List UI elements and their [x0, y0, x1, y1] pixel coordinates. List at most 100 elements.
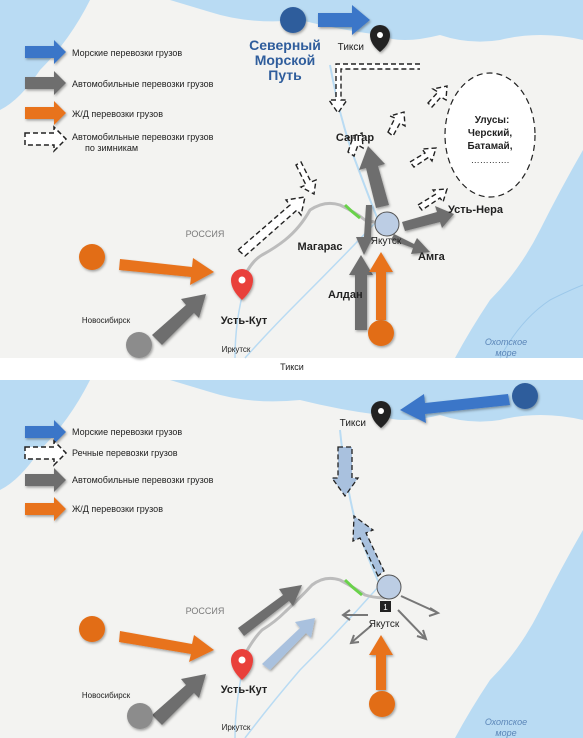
place-tiksi: Тикси: [338, 42, 364, 53]
place-sangar: Сангар: [336, 132, 375, 144]
winter-arrow-ne-3: [416, 188, 448, 211]
divider-label: Тикси: [280, 362, 304, 372]
nsr-label-2: Морской: [255, 52, 316, 68]
origin-circle-rail-west: [79, 244, 105, 270]
road-line: [240, 201, 386, 283]
winter-arrow-sangar-2: [387, 111, 406, 138]
auto-arrow-magaras: [356, 205, 373, 255]
water-arctic: [170, 0, 583, 42]
winter-arrow-sangar-1: [344, 132, 364, 158]
place-irkutsk: Иркутск: [222, 345, 251, 354]
origin-circle-rail-west-2: [79, 616, 105, 642]
origin-circle-sea-2: [512, 383, 538, 409]
sea-okhotsk-1: Охотское: [485, 337, 527, 347]
winter-arrow-ustkut-magaras: [236, 196, 306, 257]
place-russia-2: РОССИЯ: [186, 606, 225, 616]
auto-arrow-amga: [391, 234, 430, 254]
legend-top: Морские перевозки грузов Автомобильные п…: [24, 40, 214, 153]
legend2-sea-arrow: [25, 420, 66, 444]
origin-circle-rail-south: [368, 320, 394, 346]
map-bottom: Морские перевозки грузов Речные перевозк…: [0, 380, 583, 738]
water-okhotsk: [455, 150, 583, 358]
legend-sea-arrow: [25, 40, 66, 64]
sea-arrow-tiksi: [400, 394, 510, 423]
rail-arrow-ustkut: [119, 258, 214, 285]
nsr-label-1: Северный: [249, 37, 321, 53]
place-ust-kut-2: Усть-Кут: [221, 684, 268, 696]
origin-circle-auto-southwest: [126, 332, 152, 358]
sea-arrow-nsr: [318, 5, 370, 35]
auto-arrow-thin-east: [400, 595, 437, 613]
legend-winter-arrow: [24, 125, 68, 153]
legend2-sea-label: Морские перевозки грузов: [72, 427, 182, 437]
legend2-auto-label: Автомобильные перевозки грузов: [72, 475, 214, 485]
place-aldan: Алдан: [328, 289, 363, 301]
winter-arrow-ne-2: [408, 147, 437, 168]
road-line-2: [240, 576, 386, 661]
legend2-rail-arrow: [25, 497, 66, 521]
yakutsk-hub-circle-2: [376, 574, 402, 600]
winter-arrow-tiksi-sangar: [327, 63, 420, 115]
legend-rail-arrow: [25, 101, 66, 125]
place-yakutsk-2: Якутск: [369, 619, 400, 630]
map-pin-icon: [371, 401, 391, 428]
place-ust-nera: Усть-Нера: [448, 204, 504, 216]
water-okhotsk-2: [455, 530, 583, 738]
winter-arrow-ne-1: [427, 85, 448, 109]
origin-circle-rail-south-2: [369, 691, 395, 717]
auto-arrow-ustkut-north: [238, 585, 302, 636]
legend-rail-label: Ж/Д перевозки грузов: [72, 109, 163, 119]
location-marker-icon: [231, 649, 253, 680]
map-pin-icon: [370, 25, 390, 52]
map-top: Морские перевозки грузов Автомобильные п…: [0, 0, 583, 359]
legend-auto-arrow: [25, 71, 66, 95]
legend2-river-label: Речные перевозки грузов: [72, 448, 178, 458]
place-yakutsk: Якутск: [371, 236, 402, 247]
sea-okhotsk-2: море: [495, 348, 516, 358]
rail-arrow-yakutsk-2: [369, 635, 393, 690]
nsr-label-3: Путь: [268, 67, 302, 83]
water-arctic-2: [170, 380, 583, 422]
winter-arrow-north-magaras: [295, 161, 317, 196]
legend-auto-label: Автомобильные перевозки грузов: [72, 79, 214, 89]
place-novosibirsk-2: Новосибирск: [82, 691, 131, 700]
sea-okhotsk-2-2: море: [495, 728, 516, 738]
rail-arrow-aldan: [369, 252, 393, 320]
uluses-more: ………….: [471, 155, 510, 165]
auto-arrow-southwest: [152, 294, 206, 345]
legend2-rail-label: Ж/Д перевозки грузов: [72, 504, 163, 514]
place-amga: Амга: [418, 251, 446, 263]
auto-arrow-southwest-2: [152, 674, 206, 725]
yakutsk-badge-number: 1: [383, 603, 388, 612]
river-arrow-south-tiksi: [330, 446, 360, 498]
legend-sea-label: Морские перевозки грузов: [72, 48, 182, 58]
sea-okhotsk-2-1: Охотское: [485, 717, 527, 727]
place-russia: РОССИЯ: [186, 229, 225, 239]
legend2-auto-arrow: [25, 468, 66, 492]
origin-circle-auto-southwest-2: [127, 703, 153, 729]
auto-arrow-thin-southeast: [397, 609, 426, 639]
place-ust-kut: Усть-Кут: [221, 315, 268, 327]
legend2-river-arrow: [24, 439, 68, 467]
location-marker-icon: [231, 269, 253, 300]
place-tiksi-2: Тикси: [340, 418, 366, 429]
uluses-area: [444, 72, 536, 198]
place-magaras: Магарас: [297, 241, 342, 253]
yakutsk-badge: [380, 601, 391, 612]
river-arrow-yakutsk-north: [352, 514, 385, 578]
legend-winter-label2: по зимникам: [85, 143, 138, 153]
auto-arrow-aldan: [349, 255, 373, 330]
map-bottom-land: [0, 380, 583, 738]
rail-arrow-ustkut-2: [119, 631, 214, 662]
uluses-cherskiy: Черский,: [468, 128, 513, 139]
legend-bottom: Морские перевозки грузов Речные перевозк…: [24, 420, 214, 521]
origin-circle-sea: [280, 7, 306, 33]
uluses-batamay: Батамай,: [468, 141, 513, 152]
auto-arrow-yakutsk-sangar: [359, 146, 389, 208]
legend-winter-label: Автомобильные перевозки грузов: [72, 132, 214, 142]
yakutsk-hub-circle: [374, 211, 400, 237]
river-arrow-lena: [262, 618, 315, 670]
place-novosibirsk: Новосибирск: [82, 316, 131, 325]
place-irkutsk-2: Иркутск: [222, 723, 251, 732]
